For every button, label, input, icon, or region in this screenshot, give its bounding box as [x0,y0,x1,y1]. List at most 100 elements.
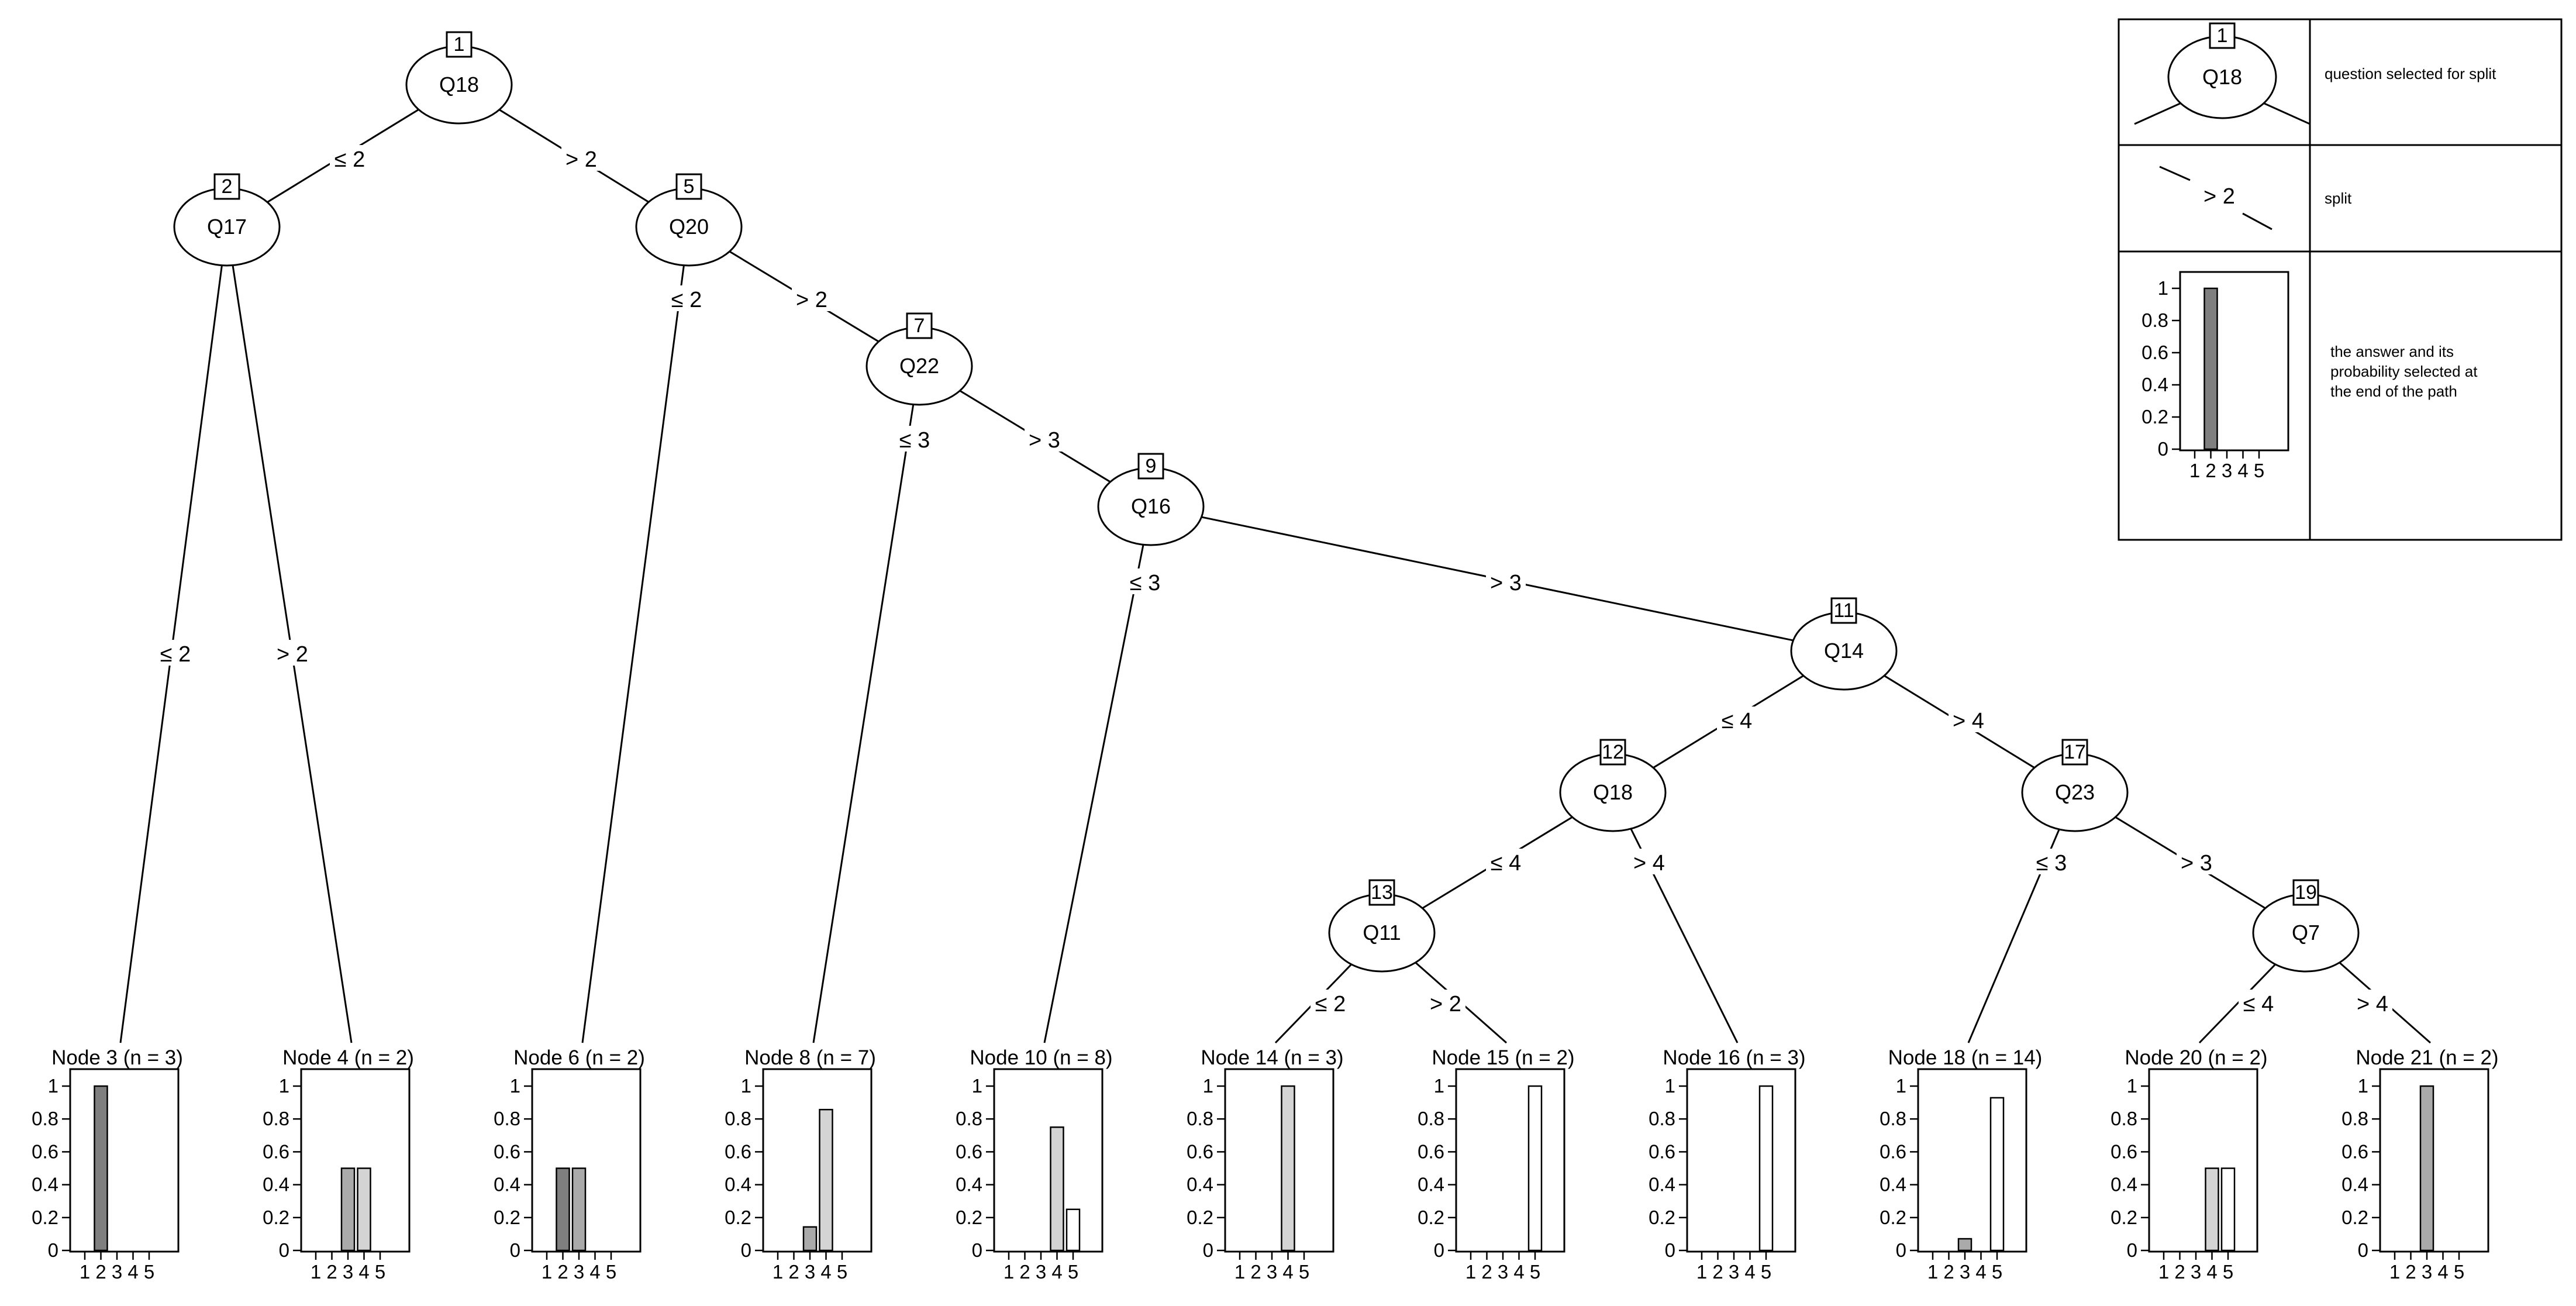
edge-17-19: > 3 [2115,816,2266,909]
y-tick-label: 1 [1665,1075,1675,1097]
node-id: 12 [1602,741,1624,763]
x-tick-label: 2 [557,1261,568,1283]
edge-7-8: ≤ 3 [812,404,934,1043]
y-tick-label: 0.2 [1418,1207,1444,1228]
y-tick-label: 0.6 [1418,1140,1444,1162]
panel-frame [1224,1068,1334,1253]
y-tick-label: 0.8 [32,1108,58,1129]
y-tick-label: 0 [972,1239,982,1261]
x-tick-label: 3 [1036,1261,1046,1283]
y-tick-label: 0.8 [2341,1108,2368,1129]
x-tick-label: 4 [2206,1261,2217,1283]
x-tick-label: 5 [837,1261,847,1283]
y-tick-label: 1 [2127,1075,2137,1097]
prob-bar-2 [94,1085,108,1252]
y-tick-label: 0 [1203,1239,1213,1261]
x-tick-label: 2 [1481,1261,1492,1283]
node-id-box [2061,739,2088,766]
x-tick-label: 5 [375,1261,385,1283]
x-tick-label: 2 [2205,460,2216,481]
node-id: 9 [1146,455,1157,477]
y-tick-label: 0.6 [1880,1140,1906,1162]
y-tick-label: 0.2 [2111,1207,2137,1228]
x-tick-label: 4 [1513,1261,1524,1283]
y-tick-label: 0.4 [725,1174,751,1195]
edge-7-9: > 3 [959,390,1111,483]
y-tick-label: 0 [2358,1239,2368,1261]
legend-bar-text-line: probability selected at [2330,363,2478,380]
y-tick-label: 0.8 [1187,1108,1213,1129]
prob-bar-2 [556,1167,570,1252]
edge-19-21: > 4 [2339,962,2431,1044]
x-tick-label: 2 [1250,1261,1261,1283]
x-tick-label: 5 [1068,1261,1078,1283]
split-label: > 2 [277,642,308,667]
x-tick-label: 1 [2189,460,2200,481]
edge-5-7: > 2 [729,250,880,343]
edge-label-bg [273,640,312,666]
question-label: Q14 [1824,639,1864,663]
edge-11-12: ≤ 4 [1653,675,1804,769]
edge-label-bg [156,640,195,666]
edge-label-bg [895,426,934,452]
prob-bar-3 [340,1167,356,1252]
y-tick-label: 0 [1434,1239,1444,1261]
y-tick-label: 0.4 [1880,1174,1906,1195]
split-label: ≤ 2 [1315,992,1346,1016]
y-tick-label: 1 [1434,1075,1444,1097]
legend-bar-text-line: the answer and its [2330,343,2454,360]
edge-19-20: ≤ 4 [2198,963,2278,1044]
edge-label-bg [561,145,601,171]
legend-split-example: > 2 [2159,166,2272,230]
y-tick-label: 0.6 [2142,342,2168,363]
prob-bar-5 [1527,1085,1543,1252]
prob-bar-5 [2220,1167,2236,1252]
y-tick-label: 0.2 [1649,1207,1675,1228]
edge-9-10: ≤ 3 [1043,545,1165,1043]
y-tick-label: 0.2 [956,1207,982,1228]
x-tick-label: 2 [95,1261,106,1283]
edge-label-bg [667,285,706,311]
panel-frame [2179,271,2289,452]
panel-frame [531,1068,642,1253]
x-tick-label: 5 [1761,1261,1771,1283]
question-label: Q7 [2292,921,2320,945]
x-tick-label: 3 [805,1261,815,1283]
x-tick-label: 1 [1927,1261,1938,1283]
edge-line [812,404,915,1043]
y-tick-label: 0.2 [2142,406,2168,428]
y-tick-label: 0.8 [725,1108,751,1129]
question-label: Q16 [1131,494,1171,518]
split-label: ≤ 3 [899,428,930,453]
prob-bar-4 [1281,1085,1295,1252]
question-label: Q20 [669,215,709,239]
prob-bar-4 [2205,1167,2219,1252]
question-label: Q18 [1593,780,1633,804]
node-id: 2 [222,175,233,198]
prob-bar-5 [1065,1208,1081,1252]
y-tick-label: 0.8 [494,1108,520,1129]
x-tick-label: 2 [788,1261,799,1283]
edge-label-bg [2032,849,2071,874]
edge-label-bg [330,145,370,171]
prob-bar-3 [1957,1238,1972,1252]
edge-label-bg [1426,990,1465,1015]
y-tick-label: 1 [741,1075,751,1097]
legend-node-label: Q18 [2202,65,2242,89]
y-tick-label: 0.8 [263,1108,289,1129]
y-tick-label: 1 [2358,1075,2368,1097]
inner-nodes-layer: 1Q182Q175Q207Q229Q1611Q1412Q1813Q1117Q23… [173,31,2360,973]
split-label: > 2 [1430,992,1461,1016]
y-tick-label: 0.8 [1880,1108,1906,1129]
split-label: ≤ 4 [1491,851,1522,876]
y-tick-label: 0.6 [494,1140,520,1162]
